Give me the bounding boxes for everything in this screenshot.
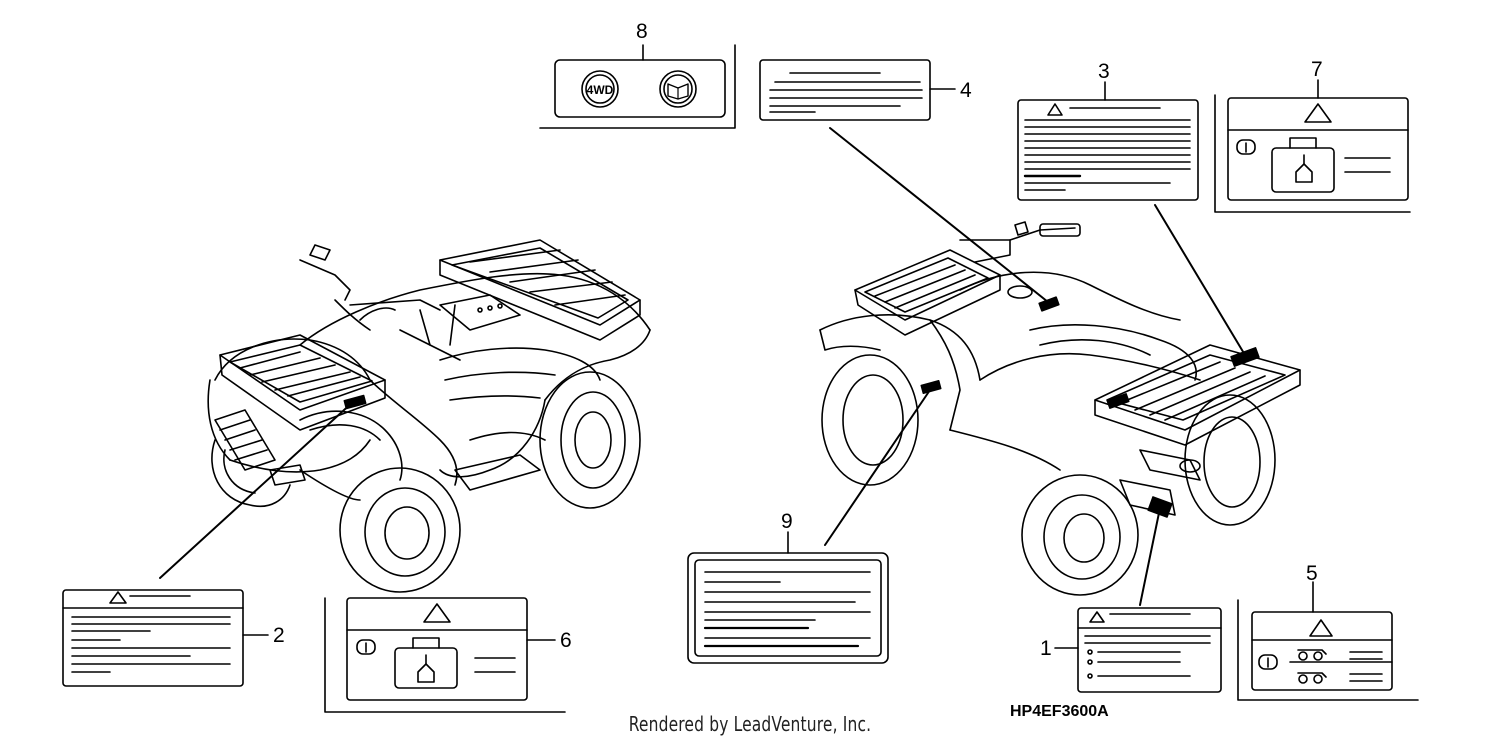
callout-numbers: 1 2 3 4 5 6 7 8 9 4WD HP4EF3600A [273,20,1323,720]
footer-text: Rendered by LeadVenture, Inc. [628,712,872,736]
callout-2: 2 [273,624,285,647]
footer-credit: Rendered by LeadVenture, Inc. [0,712,1500,736]
callout-9: 9 [781,510,793,533]
label-8 [539,44,736,129]
callout-8: 8 [636,20,648,43]
label-1 [1054,607,1222,693]
label-6 [324,597,566,713]
callout-4: 4 [960,79,972,102]
atv-front-view [207,239,651,593]
callout-1: 1 [1040,637,1052,660]
four-wheel-drive-badge: 4WD [587,83,614,97]
label-7 [1214,79,1411,213]
leader-lines [159,127,1246,606]
callout-6: 6 [560,629,572,652]
label-4 [759,59,956,121]
atv-rear-view [819,221,1301,596]
callout-7: 7 [1311,58,1323,81]
label-2 [62,589,269,687]
callout-3: 3 [1098,60,1110,83]
label-5 [1237,581,1419,701]
drawing-code: HP4EF3600A [1010,703,1109,720]
callout-5: 5 [1306,562,1318,585]
label-9 [687,531,889,664]
label-3 [1017,81,1199,201]
